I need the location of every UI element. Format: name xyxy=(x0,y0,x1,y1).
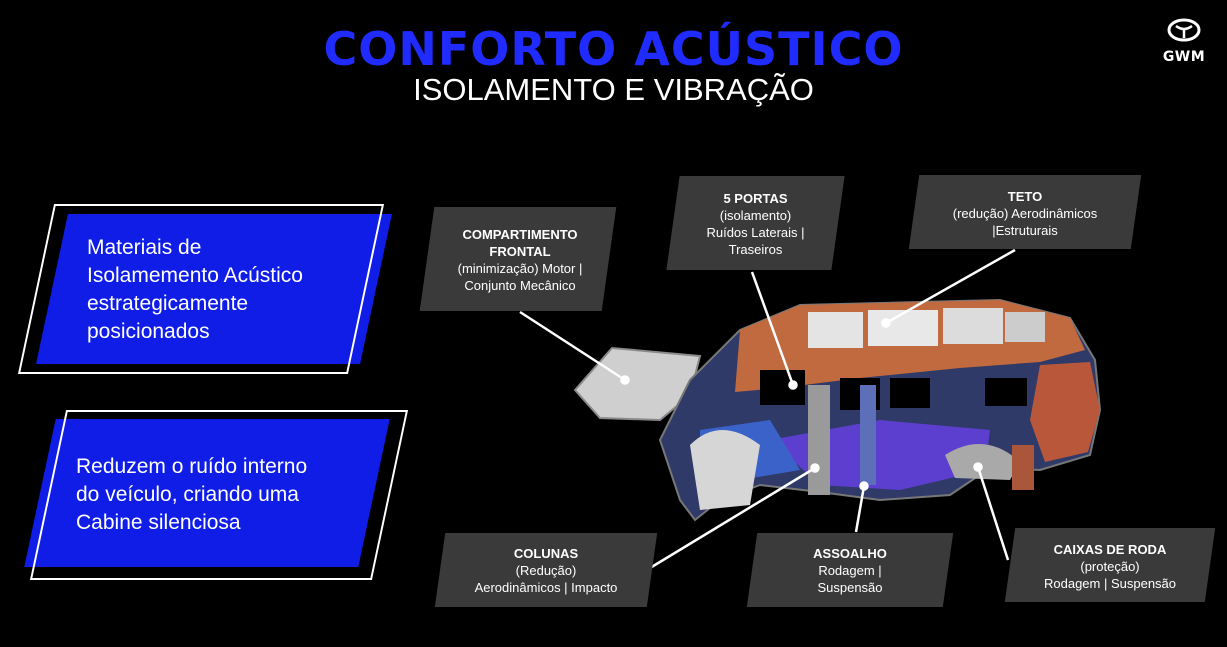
label-assoalho: ASSOALHO Rodagem | Suspensão xyxy=(813,546,887,595)
page-subtitle: ISOLAMENTO E VIBRAÇÃO xyxy=(413,72,814,107)
label-caixas: CAIXAS DE RODA (proteção) Rodagem | Susp… xyxy=(1043,542,1177,591)
b-pillar xyxy=(808,385,830,495)
window-4 xyxy=(985,378,1027,406)
rear-shock-tower xyxy=(1012,445,1034,490)
leader-caixas xyxy=(976,466,1010,561)
leader-frontal xyxy=(519,310,626,382)
leader-assoalho xyxy=(854,485,866,533)
roof-panel-2 xyxy=(868,310,938,346)
leader-teto xyxy=(885,248,1016,325)
gwm-logo: GWM xyxy=(1152,18,1216,65)
leader-portas xyxy=(750,271,795,386)
window-1 xyxy=(760,370,805,405)
label-colunas: COLUNAS (Redução) Aerodinâmicos | Impact… xyxy=(474,546,618,595)
c-pillar xyxy=(860,385,876,485)
panel-2-text: Reduzem o ruído interno do veículo, cria… xyxy=(76,455,308,534)
label-frontal: COMPARTIMENTO FRONTAL (minimização) Moto… xyxy=(457,227,583,293)
window-3 xyxy=(890,378,930,408)
label-portas: 5 PORTAS (isolamento) Ruídos Laterais | … xyxy=(706,191,805,257)
roof-panel-4 xyxy=(1005,312,1045,342)
wheel-housing-rear xyxy=(945,444,1020,480)
gwm-emblem-icon xyxy=(1167,18,1201,42)
leader-colunas xyxy=(649,466,816,570)
roof-panel-3 xyxy=(943,308,1003,344)
page-title: CONFORTO ACÚSTICO xyxy=(323,22,904,76)
roof-panel-1 xyxy=(808,312,863,348)
logo-text: GWM xyxy=(1162,49,1206,65)
rear-section xyxy=(1030,362,1100,462)
panel-1-text: Materiais de Isolamemento Acústico estra… xyxy=(87,236,303,343)
label-teto: TETO (redução) Aerodinâmicos |Estruturai… xyxy=(952,189,1098,238)
wheel-housing-front xyxy=(690,430,760,510)
